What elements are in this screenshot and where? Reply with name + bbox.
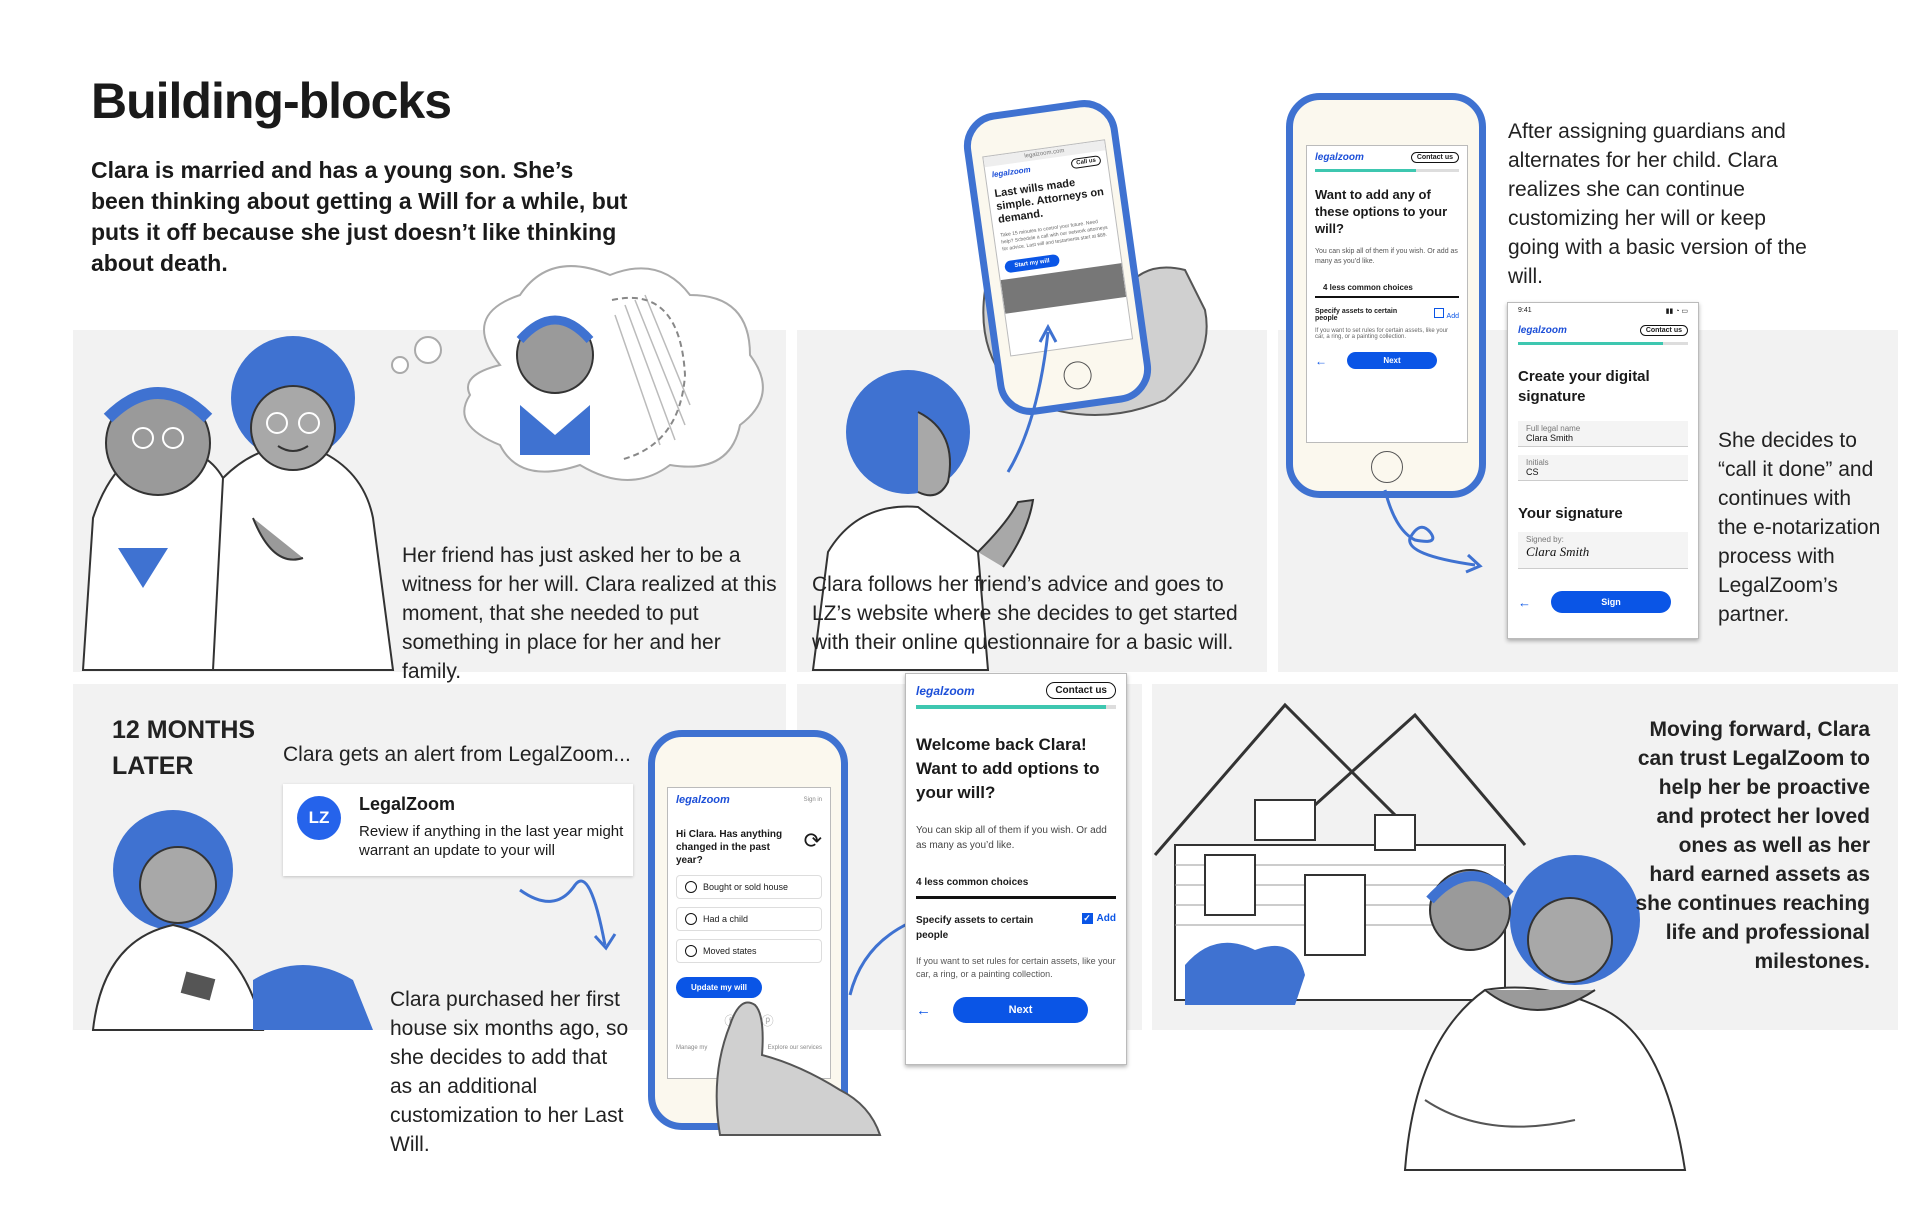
update-question: Hi Clara. Has anything changed in the pa… <box>676 829 783 866</box>
website-screen: legalzoom.com legalzoom Call us Last wil… <box>982 139 1134 357</box>
arrow-to-signature <box>1383 489 1483 574</box>
add-option-checkbox[interactable]: ✓Add <box>1081 913 1116 924</box>
pointing-finger <box>715 1001 882 1136</box>
mother-hug-illustration <box>1403 855 1687 1171</box>
notification-app-name: LegalZoom <box>359 794 456 814</box>
legalzoom-logo: legalzoom <box>1315 152 1364 163</box>
start-my-will-button[interactable]: Start my will <box>1004 253 1061 274</box>
home-button[interactable] <box>1371 451 1403 483</box>
options-help: You can skip all of them if you wish. Or… <box>1315 248 1458 265</box>
status-icons: ▮▮ ◔ ▭ <box>1665 308 1688 315</box>
add-option-checkbox[interactable]: Add <box>1433 308 1459 322</box>
caption-website: Clara follows her friend’s advice and go… <box>812 573 1238 654</box>
notification-message: Review if anything in the last year migh… <box>359 823 624 859</box>
contact-us-button[interactable]: Contact us <box>1410 152 1459 163</box>
caption-witness: Her friend has just asked her to be a wi… <box>402 544 777 683</box>
option-had-child[interactable]: Had a child <box>676 907 822 931</box>
option-item-desc: If you want to set rules for certain ass… <box>916 956 1116 979</box>
notification-card[interactable]: LZ LegalZoom Review if anything in the l… <box>283 784 633 876</box>
woman-on-phone-illustration <box>811 323 1058 671</box>
legalzoom-logo: legalzoom <box>916 683 975 698</box>
sign-in-link[interactable]: Sign in <box>803 797 822 803</box>
progress-bar <box>1518 342 1688 345</box>
legalzoom-app-icon: LZ <box>297 796 341 840</box>
thought-bubble <box>391 265 764 481</box>
section-header: 4 less common choices <box>1315 271 1459 298</box>
option-bought-sold-house[interactable]: Bought or sold house <box>676 875 822 899</box>
footer-manage[interactable]: Manage my <box>676 1045 708 1051</box>
update-my-will-button[interactable]: Update my will <box>676 977 762 998</box>
back-arrow-icon[interactable]: ← <box>916 1001 931 1019</box>
caption-moving-forward: Moving forward, Clara can trust LegalZoo… <box>1635 718 1870 973</box>
contact-us-button[interactable]: Contact us <box>1639 325 1688 336</box>
next-button[interactable]: Next <box>953 997 1088 1023</box>
full-name-field[interactable]: Full legal name Clara Smith <box>1518 421 1688 447</box>
legalzoom-logo: legalzoom <box>1518 325 1567 336</box>
progress-bar <box>1315 169 1459 172</box>
signature-field[interactable]: Signed by: Clara Smith <box>1518 532 1688 569</box>
section-header: 4 less common choices <box>916 861 1116 899</box>
options-question: Want to add any of these options to your… <box>1315 187 1448 236</box>
caption-alert-intro: Clara gets an alert from LegalZoom... <box>283 743 631 766</box>
your-signature-heading: Your signature <box>1518 505 1623 522</box>
page-title: Building-blocks <box>91 73 452 129</box>
caption-call-it-done: She decides to “call it done” and contin… <box>1718 429 1881 626</box>
arrow-to-update-phone <box>519 879 617 951</box>
signature-title: Create your digital signature <box>1518 368 1650 405</box>
option-item-desc: If you want to set rules for certain ass… <box>1315 328 1449 340</box>
options-screen: legalzoom Contact us Want to add any of … <box>1306 145 1468 443</box>
option-moved-states[interactable]: Moved states <box>676 939 822 963</box>
welcome-title: Welcome back Clara! Want to add options … <box>916 735 1100 802</box>
next-button[interactable]: Next <box>1347 352 1437 369</box>
contact-us-button[interactable]: Contact us <box>1046 682 1116 699</box>
intro-text: Clara is married and has a young son. Sh… <box>91 157 628 276</box>
back-arrow-icon[interactable]: ← <box>1518 594 1531 610</box>
footer-explore[interactable]: Explore our services <box>767 1045 822 1051</box>
option-item-label: Specify assets to certain people <box>916 915 1034 941</box>
legalzoom-logo: legalzoom <box>676 794 730 806</box>
option-item-label: Specify assets to certain people <box>1315 308 1398 322</box>
welcome-help: You can skip all of them if you wish. Or… <box>916 825 1107 851</box>
back-arrow-icon[interactable]: ← <box>1315 353 1327 368</box>
caption-guardians: After assigning guardians and alternates… <box>1508 120 1807 288</box>
progress-bar <box>916 705 1116 709</box>
woman-with-phone-illustration <box>91 810 373 1031</box>
signature-screen: 9:41 ▮▮ ◔ ▭ legalzoom Contact us Create … <box>1507 302 1699 639</box>
call-us-button[interactable]: Call us <box>1070 155 1102 170</box>
sign-button[interactable]: Sign <box>1551 591 1671 613</box>
phone-options: legalzoom Contact us Want to add any of … <box>1286 93 1486 498</box>
months-later-label: 12 MONTHS LATER <box>112 716 256 780</box>
legalzoom-logo: legalzoom <box>991 164 1032 180</box>
initials-field[interactable]: Initials CS <box>1518 455 1688 481</box>
caption-purchased-house: Clara purchased her first house six mont… <box>390 988 629 1156</box>
welcome-screen: legalzoom Contact us Welcome back Clara!… <box>905 673 1127 1065</box>
refresh-icon: ⟳ <box>803 828 822 853</box>
status-time: 9:41 <box>1518 307 1532 314</box>
mother-son-illustration <box>81 336 395 671</box>
